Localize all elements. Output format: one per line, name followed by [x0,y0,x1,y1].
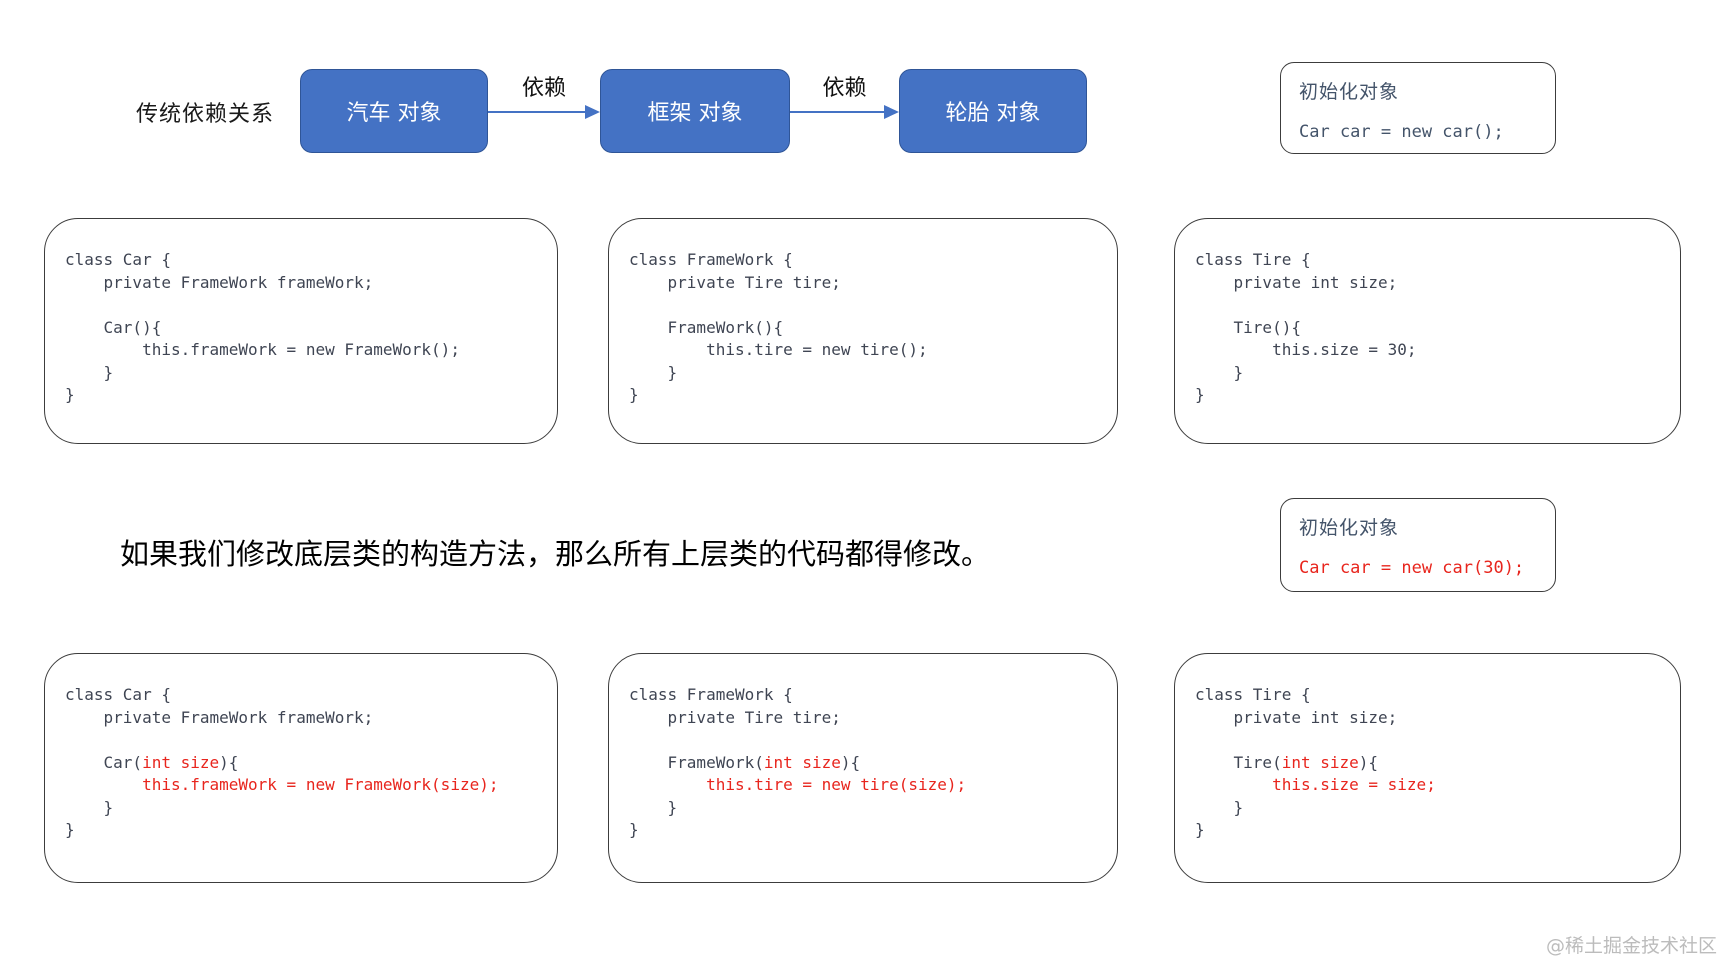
code-box-framework-after: class FrameWork { private Tire tire; Fra… [608,653,1118,883]
dependency-arrow-2-label: 依赖 [822,76,867,101]
init-box-title: 初始化对象 [1299,517,1400,539]
init-object-box-after: 初始化对象 Car car = new car(30); [1280,498,1556,592]
init-box-code: Car car = new car(); [1299,122,1504,142]
explanation-text: 如果我们修改底层类的构造方法，那么所有上层类的代码都得修改。 [120,537,991,571]
code-tire-before: class Tire { private int size; Tire(){ t… [1195,250,1417,404]
flow-node-tire: 轮胎 对象 [899,69,1087,153]
flow-title: 传统依赖关系 [136,102,275,127]
init-box-code-highlighted: Car car = new car(30); [1299,558,1525,578]
code-car-after: class Car { private FrameWork frameWork;… [65,685,499,839]
code-tire-after: class Tire { private int size; Tire(int … [1195,685,1436,839]
watermark: @稀土掘金技术社区 [1545,935,1717,957]
dependency-arrow-2 [790,105,899,119]
code-box-car-after: class Car { private FrameWork frameWork;… [44,653,558,883]
init-box-title: 初始化对象 [1299,81,1400,103]
flow-node-car: 汽车 对象 [300,69,488,153]
code-box-car-before: class Car { private FrameWork frameWork;… [44,218,558,444]
code-box-tire-before: class Tire { private int size; Tire(){ t… [1174,218,1681,444]
code-box-framework-before: class FrameWork { private Tire tire; Fra… [608,218,1118,444]
code-box-tire-after: class Tire { private int size; Tire(int … [1174,653,1681,883]
code-framework-before: class FrameWork { private Tire tire; Fra… [629,250,928,404]
dependency-arrow-1 [488,105,600,119]
init-object-box-before: 初始化对象 Car car = new car(); [1280,62,1556,154]
code-framework-after: class FrameWork { private Tire tire; Fra… [629,685,967,839]
flow-node-framework: 框架 对象 [600,69,790,153]
dependency-arrow-1-label: 依赖 [521,76,566,101]
code-car-before: class Car { private FrameWork frameWork;… [65,250,460,404]
